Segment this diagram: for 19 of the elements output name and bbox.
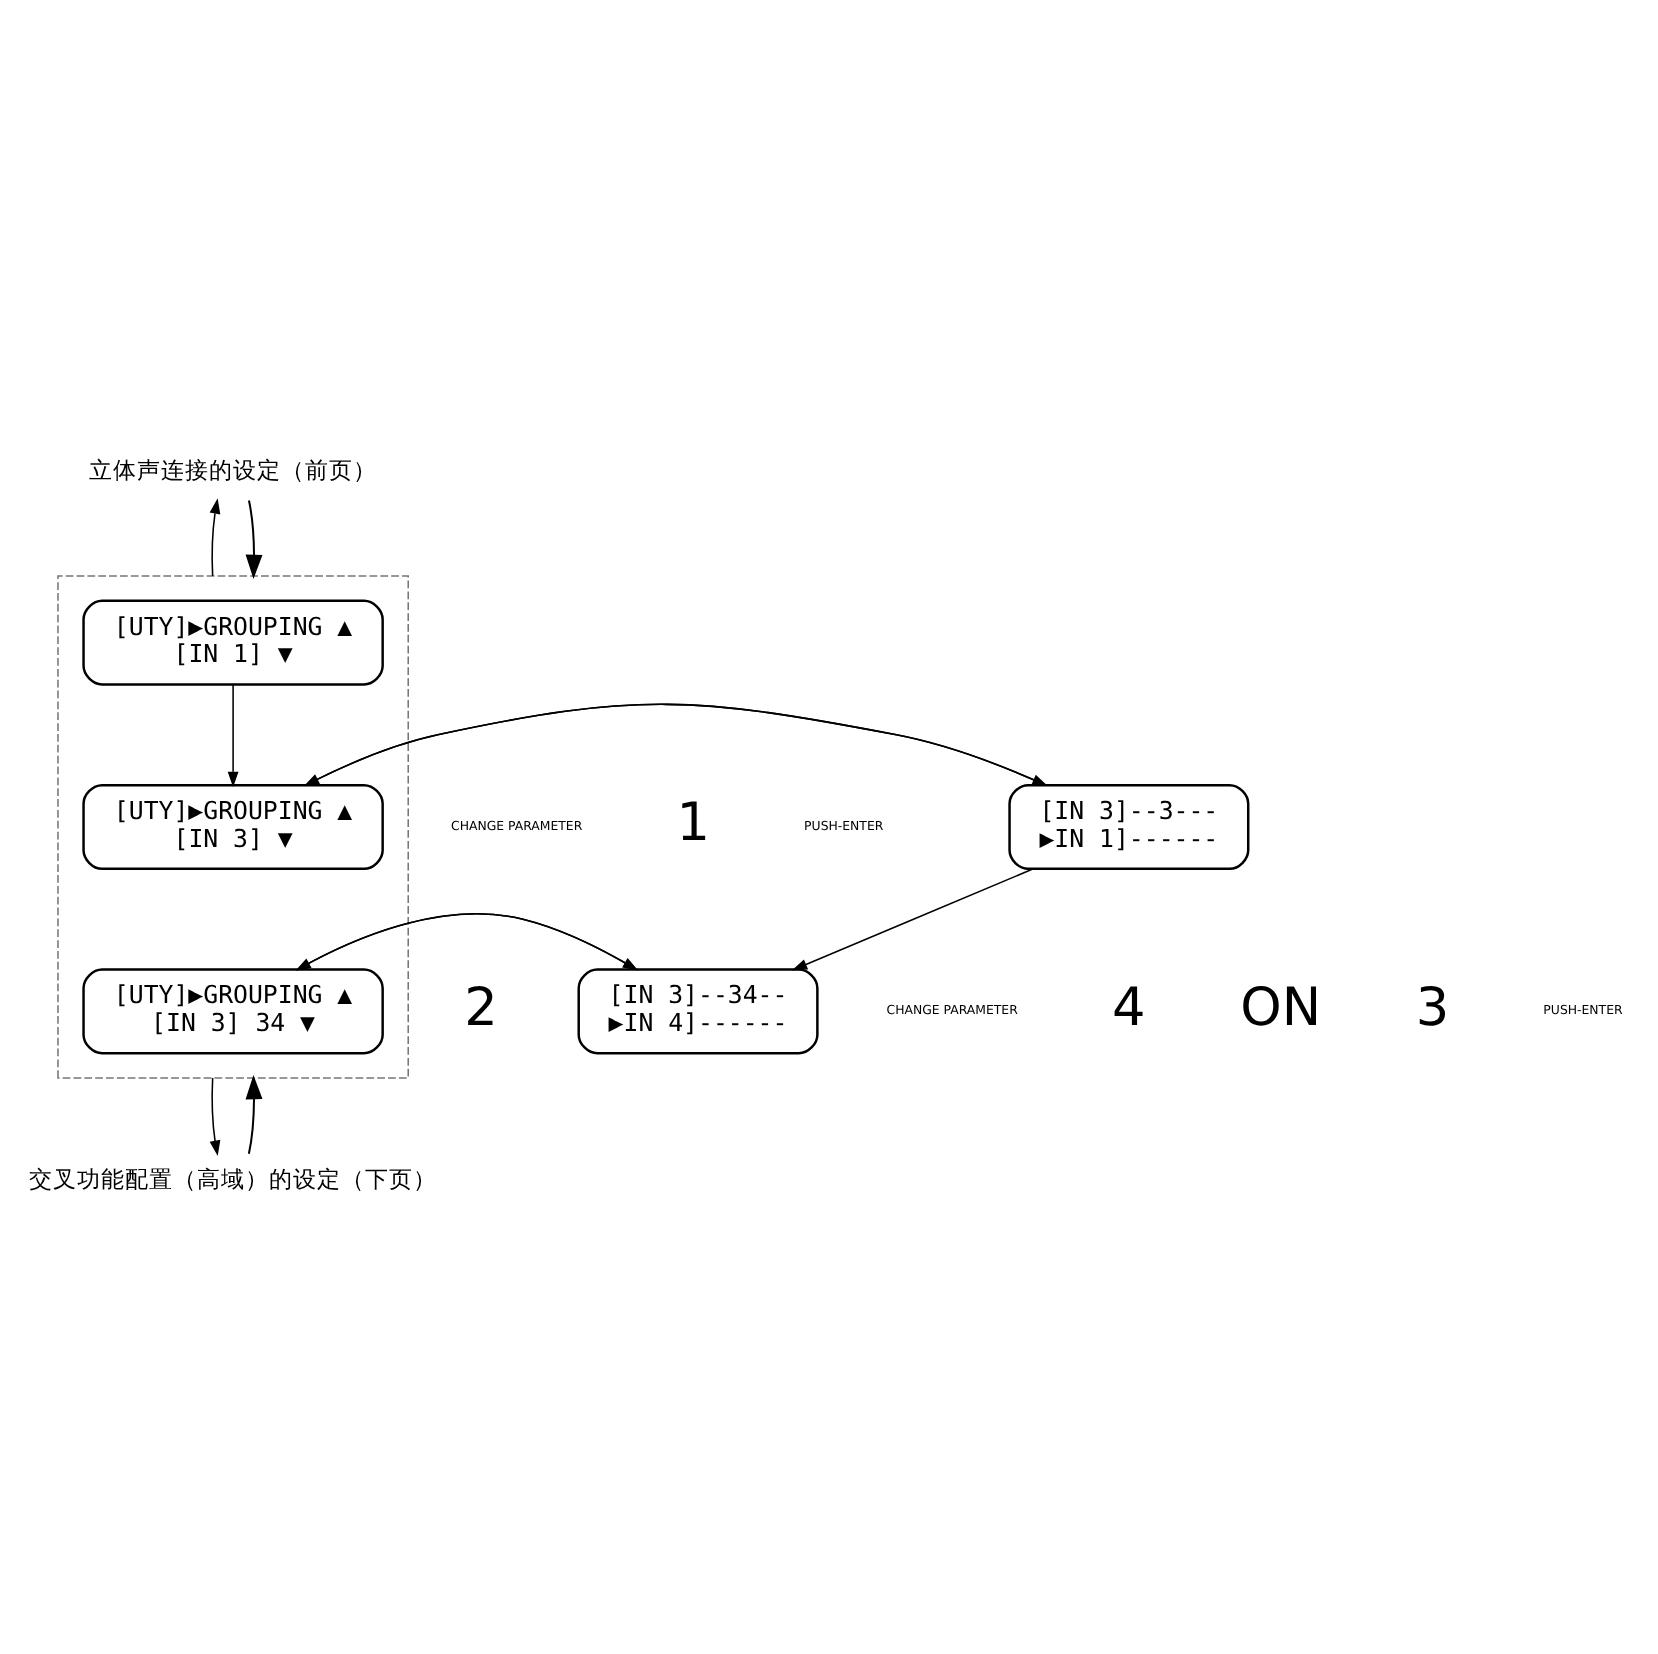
arrow [245, 500, 263, 579]
arrow [209, 498, 221, 577]
label: 2 [464, 978, 498, 1039]
label: ON [1240, 978, 1322, 1039]
node-text: 交叉功能配置（高域）的设定（下页） [29, 1165, 438, 1194]
node-box: [IN 3]--3--- ▶IN 1]------ [1008, 783, 1250, 871]
node-box: [UTY]▶GROUPING ▲ [IN 3] 34 ▼ [82, 968, 384, 1055]
label: 1 [676, 794, 711, 855]
cluster [57, 575, 409, 1079]
arrow [245, 1075, 263, 1154]
arrow [209, 1077, 221, 1157]
label: 4 [1112, 978, 1146, 1039]
label: 3 [1415, 978, 1450, 1039]
node-box: [UTY]▶GROUPING ▲ [IN 1] ▼ [82, 599, 384, 686]
arrow [791, 868, 1034, 971]
node-text: 立体声连接的设定（前页） [89, 455, 378, 484]
arrow [227, 684, 239, 788]
node-box: [IN 3]--34-- ▶IN 4]------ [577, 968, 819, 1055]
node-box: [UTY]▶GROUPING ▲ [IN 3] ▼ [82, 783, 384, 871]
